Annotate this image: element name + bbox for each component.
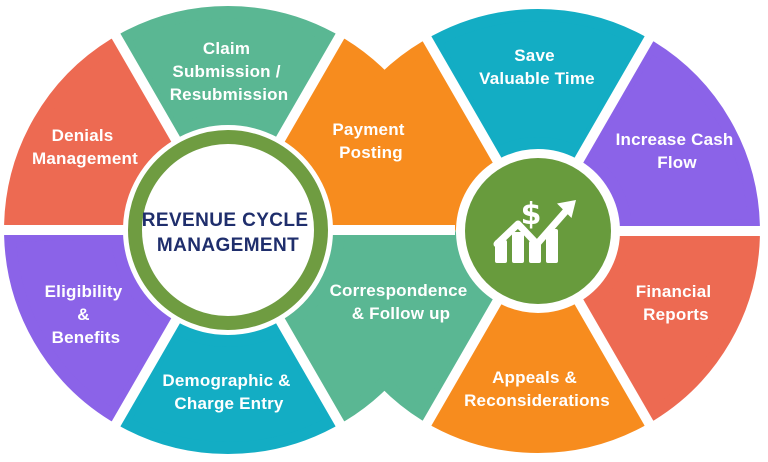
label-save-valuable-time: Save Valuable Time bbox=[479, 46, 595, 88]
right-center-circle bbox=[465, 158, 611, 304]
left-center-ring bbox=[128, 130, 328, 330]
label-financial-reports: Financial Reports bbox=[636, 282, 716, 324]
separator bbox=[571, 294, 661, 438]
separator bbox=[105, 312, 184, 437]
separator bbox=[415, 294, 505, 438]
left-wheel bbox=[4, 5, 498, 455]
label-correspondence-follow-up: Correspondence & Follow up bbox=[330, 281, 473, 323]
left-center-title: REVENUE CYCLE MANAGEMENT bbox=[142, 210, 314, 256]
separator bbox=[272, 312, 351, 437]
wedge-appeals-reconsiderations bbox=[428, 302, 648, 453]
wedge-demographic-charge-entry bbox=[118, 321, 338, 455]
separator bbox=[415, 24, 505, 168]
label-appeals-reconsiderations: Appeals & Reconsiderations bbox=[464, 368, 610, 410]
label-claim-submission-resubmission: Claim Submission / Resubmission bbox=[170, 39, 289, 104]
wedge-separators bbox=[0, 23, 768, 438]
separator bbox=[105, 23, 184, 148]
label-eligibility-benefits: Eligibility & Benefits bbox=[45, 282, 128, 347]
label-demographic-charge-entry: Demographic & Charge Entry bbox=[162, 371, 295, 413]
dollar-sign: $ bbox=[521, 197, 542, 232]
label-increase-cash-flow: Increase Cash Flow bbox=[616, 130, 739, 172]
wedge-save-valuable-time bbox=[428, 9, 648, 160]
arrowhead bbox=[557, 200, 576, 218]
dollar-growth-chart-icon: $ bbox=[493, 197, 576, 263]
right-wheel bbox=[428, 9, 760, 453]
wedge-correspondence-follow-up bbox=[280, 226, 498, 422]
separator bbox=[272, 23, 351, 148]
label-payment-posting: Payment Posting bbox=[332, 120, 409, 162]
wedge-denials-management bbox=[4, 38, 176, 234]
wedge-payment-posting bbox=[280, 38, 498, 235]
wedge-increase-cash-flow bbox=[578, 40, 760, 235]
wedge-eligibility-benefits bbox=[4, 226, 176, 422]
wedge-financial-reports bbox=[578, 227, 760, 422]
separator bbox=[571, 24, 661, 168]
label-denials-management: Denials Management bbox=[32, 126, 138, 168]
wedge-claim-submission-resubmission bbox=[118, 5, 338, 139]
wedge-labels: Claim Submission / Resubmission Payment … bbox=[32, 39, 739, 413]
chart-bar bbox=[546, 229, 558, 263]
growth-arrow-line bbox=[493, 207, 570, 248]
chart-bar bbox=[512, 232, 524, 263]
